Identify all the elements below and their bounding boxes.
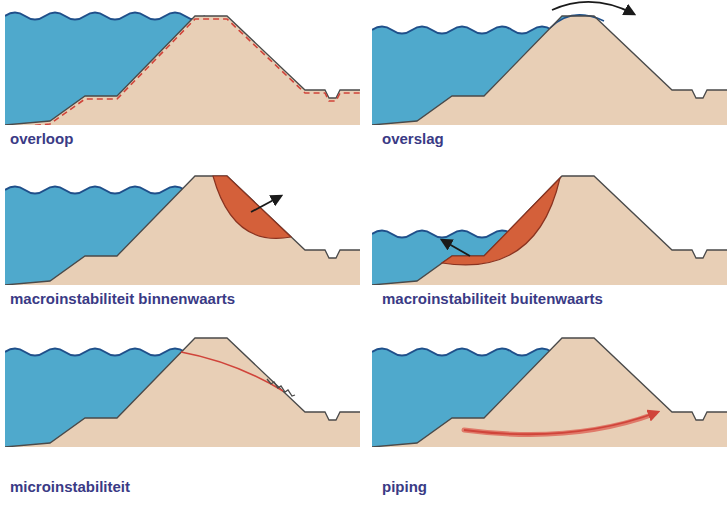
panel-caption: piping bbox=[382, 478, 427, 496]
overloop-panel bbox=[5, 13, 360, 157]
overslag-panel bbox=[372, 2, 727, 170]
panel-caption: overloop bbox=[10, 130, 73, 148]
panel-caption: macroinstabiliteit binnenwaarts bbox=[10, 290, 235, 308]
micro-panel bbox=[5, 338, 360, 492]
panel-caption: microinstabiliteit bbox=[10, 478, 130, 496]
macro-outward-panel bbox=[372, 176, 727, 374]
piping-panel bbox=[372, 338, 727, 492]
panel-caption: overslag bbox=[382, 130, 444, 148]
macro-inward-panel bbox=[5, 176, 360, 330]
panel-caption: macroinstabiliteit buitenwaarts bbox=[382, 290, 603, 308]
